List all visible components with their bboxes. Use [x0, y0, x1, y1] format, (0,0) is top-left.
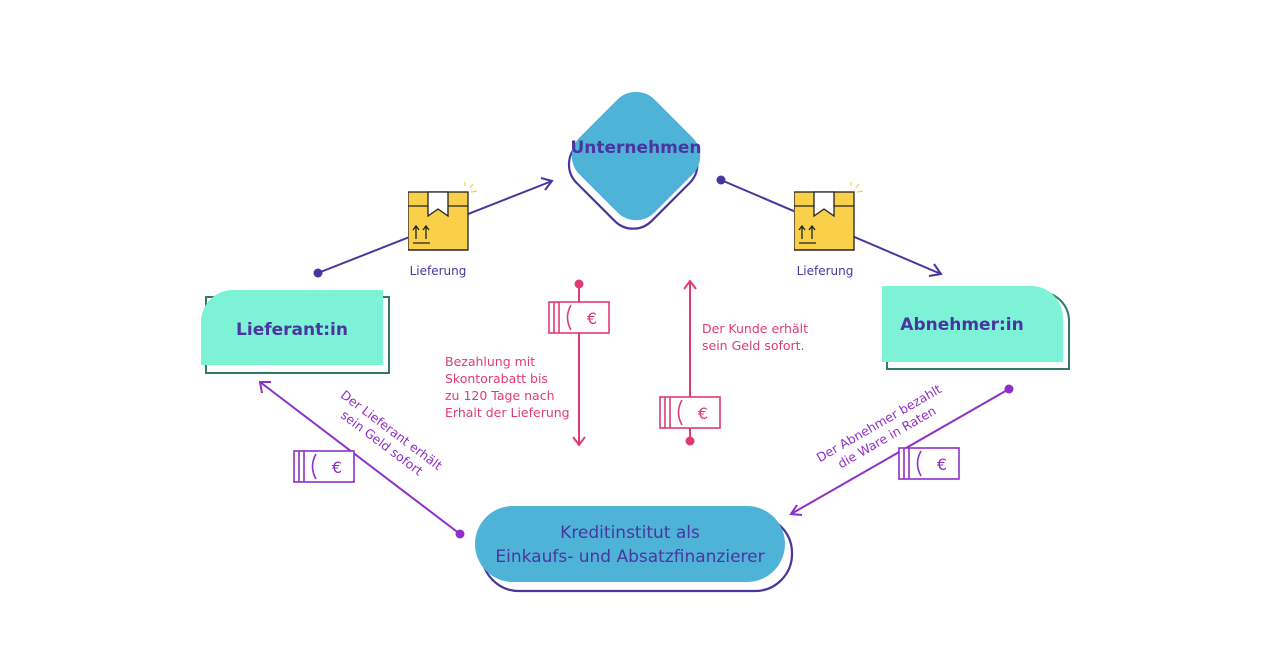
package-icon-left	[408, 182, 478, 251]
svg-text:zu 120 Tage nach: zu 120 Tage nach	[445, 388, 555, 403]
abnehmer-label: Abnehmer:in	[900, 315, 1023, 335]
euro-bill-icon: €	[659, 396, 721, 429]
svg-text:Skontorabatt bis: Skontorabatt bis	[445, 371, 548, 386]
kreditinstitut-node: Kreditinstitut als Einkaufs- und Absatzf…	[475, 506, 794, 593]
lieferung-label-left: Lieferung	[410, 264, 467, 278]
abnehmer-node: Abnehmer:in	[882, 286, 1070, 370]
kreditinstitut-label-line2: Einkaufs- und Absatzfinanzierer	[495, 547, 764, 567]
package-icon-right	[794, 182, 864, 251]
euro-bill-icon: €	[898, 447, 960, 480]
svg-text:€: €	[698, 404, 708, 423]
svg-text:€: €	[332, 458, 342, 477]
svg-text:€: €	[587, 309, 597, 328]
unternehmen-node: Unternehmen	[567, 91, 702, 230]
svg-text:Der Kunde erhält: Der Kunde erhält	[702, 321, 808, 336]
euro-bill-icon: €	[548, 301, 610, 334]
arrow-kredit-to-lieferant	[258, 381, 465, 539]
euro-bill-icon: €	[293, 450, 355, 483]
lieferant-label: Lieferant:in	[236, 320, 348, 340]
unternehmen-label: Unternehmen	[570, 138, 701, 158]
kreditinstitut-label-line1: Kreditinstitut als	[560, 523, 700, 543]
svg-text:Erhalt der Lieferung: Erhalt der Lieferung	[445, 405, 570, 420]
svg-text:€: €	[937, 455, 947, 474]
lieferant-node: Lieferant:in	[201, 290, 390, 374]
bezahlung-text: Bezahlung mit Skontorabatt bis zu 120 Ta…	[445, 354, 570, 420]
svg-text:sein Geld sofort.: sein Geld sofort.	[702, 338, 805, 353]
svg-text:Bezahlung mit: Bezahlung mit	[445, 354, 535, 369]
kunde-text: Der Kunde erhält sein Geld sofort.	[702, 321, 808, 353]
lieferung-label-right: Lieferung	[797, 264, 854, 278]
